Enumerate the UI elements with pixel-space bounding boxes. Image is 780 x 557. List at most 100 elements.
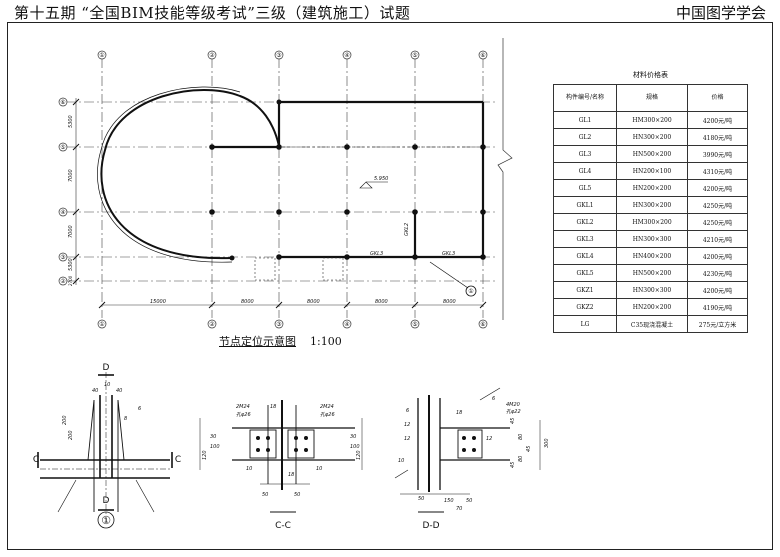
axis-label-row-2: ⑤ xyxy=(60,144,65,151)
axis-label-col-2: ② xyxy=(209,52,215,59)
detail1-section-bottom: D xyxy=(103,496,110,506)
detail1-dim-10: 10 xyxy=(104,382,110,388)
cell-spec: HN300×200 xyxy=(616,196,688,214)
cell-name: GL1 xyxy=(553,111,617,129)
cell-price: 275元/立方米 xyxy=(687,315,748,333)
dim-left-3: 7000 xyxy=(68,225,74,238)
cell-price: 4310元/吨 xyxy=(687,162,748,180)
dd-dim-150: 150 xyxy=(444,498,454,504)
cell-name: GKZ1 xyxy=(553,281,617,299)
dd-dim-12c: 12 xyxy=(486,436,492,442)
cc-dim-50a: 50 xyxy=(262,492,268,498)
cell-spec: HN200×100 xyxy=(616,162,688,180)
price-table-title: 材料价格表 xyxy=(633,71,668,79)
cc-dim-18b: 18 xyxy=(288,472,294,478)
detail-dd-title: D-D xyxy=(422,521,439,531)
plan-caption: 节点定位示意图 1:100 xyxy=(219,333,342,349)
axis-label-col-4-bottom: ④ xyxy=(344,321,349,328)
cell-price: 4250元/吨 xyxy=(687,213,748,231)
axis-label-col-2-bottom: ② xyxy=(209,321,215,328)
cell-price: 4200元/吨 xyxy=(687,247,748,265)
detail1-section-top: D xyxy=(103,363,110,373)
detail1-dim-6: 6 xyxy=(138,406,141,412)
detail1-dim-200a: 200 xyxy=(68,430,74,440)
cc-dim-30a: 30 xyxy=(210,434,216,440)
cc-dim-50b: 50 xyxy=(294,492,300,498)
elevation-label: 5.950 xyxy=(374,176,388,182)
cell-spec: HN300×300 xyxy=(616,230,688,248)
cell-spec: HN200×200 xyxy=(616,298,688,316)
dd-dim-45a: 45 xyxy=(510,418,516,424)
header-title: 第十五期 “全国BIM技能等级考试”三级（建筑施工）试题 xyxy=(14,4,411,22)
header-price: 价格 xyxy=(687,84,748,112)
dim-bottom-4: 8000 xyxy=(375,299,388,305)
detail1-section-right: C xyxy=(175,455,181,465)
detail-cc xyxy=(199,400,363,490)
axis-label-col-3-bottom: ③ xyxy=(276,321,281,328)
cell-price: 3990元/吨 xyxy=(687,145,748,163)
dd-dim-10: 10 xyxy=(398,458,404,464)
detail1-dim-200b: 200 xyxy=(62,415,68,425)
cc-dim-100b: 100 xyxy=(350,444,360,450)
cc-dim-18a: 18 xyxy=(270,404,276,410)
beam-label-gkl3-a: GKL3 xyxy=(370,251,383,257)
cc-dim-120a: 120 xyxy=(202,450,208,460)
cell-name: GKL2 xyxy=(553,213,617,231)
header-spec: 规格 xyxy=(616,84,688,112)
cell-spec: C35现浇混凝土 xyxy=(616,315,688,333)
detail-dd xyxy=(394,387,541,495)
cell-name: GL2 xyxy=(553,128,617,146)
dd-dim-6a: 6 xyxy=(406,408,409,414)
dd-dim-50b: 50 xyxy=(466,498,472,504)
detail-1 xyxy=(37,372,173,515)
cell-name: GKL1 xyxy=(553,196,617,214)
dim-left-4: 5300 xyxy=(68,258,74,271)
dd-dim-70: 70 xyxy=(456,506,462,512)
dd-dim-50a: 50 xyxy=(418,496,424,502)
cc-dim-bolt-left: 2M24 xyxy=(236,404,250,410)
plan-grid xyxy=(66,58,497,318)
beam-label-gkl2: GKL2 xyxy=(404,223,410,236)
cell-name: GKL4 xyxy=(553,247,617,265)
drawing-sheet-border xyxy=(7,22,773,550)
header-component: 构件编号/名称 xyxy=(553,84,617,112)
cell-spec: HN400×200 xyxy=(616,247,688,265)
cell-spec: HN500×200 xyxy=(616,264,688,282)
cell-spec: HM300×200 xyxy=(616,111,688,129)
dim-bottom-1: 15000 xyxy=(150,299,166,305)
dd-dim-6b: 6 xyxy=(492,396,495,402)
detail1-dim-8: 8 xyxy=(124,416,127,422)
cell-name: GKZ2 xyxy=(553,298,617,316)
cell-price: 4180元/吨 xyxy=(687,128,748,146)
cell-price: 4190元/吨 xyxy=(687,298,748,316)
dd-dim-80b: 80 xyxy=(518,456,524,462)
cell-name: GL5 xyxy=(553,179,617,197)
cell-spec: HN500×200 xyxy=(616,145,688,163)
plan-columns xyxy=(209,99,486,261)
dd-dim-300: 300 xyxy=(544,438,550,448)
cell-name: LG xyxy=(553,315,617,333)
cell-price: 4250元/吨 xyxy=(687,196,748,214)
dim-left-1: 5300 xyxy=(68,115,74,128)
dd-dim-hole: 孔φ22 xyxy=(506,408,521,415)
cc-dim-30b: 30 xyxy=(350,434,356,440)
cc-dim-120b: 120 xyxy=(356,450,362,460)
cc-dim-bolt-right: 2M24 xyxy=(320,404,334,410)
dim-bottom-5: 8000 xyxy=(443,299,456,305)
header-organization: 中国图学学会 xyxy=(675,4,766,22)
cell-price: 4200元/吨 xyxy=(687,281,748,299)
cc-dim-hole-right: 孔φ26 xyxy=(320,411,335,418)
cell-price: 4230元/吨 xyxy=(687,264,748,282)
